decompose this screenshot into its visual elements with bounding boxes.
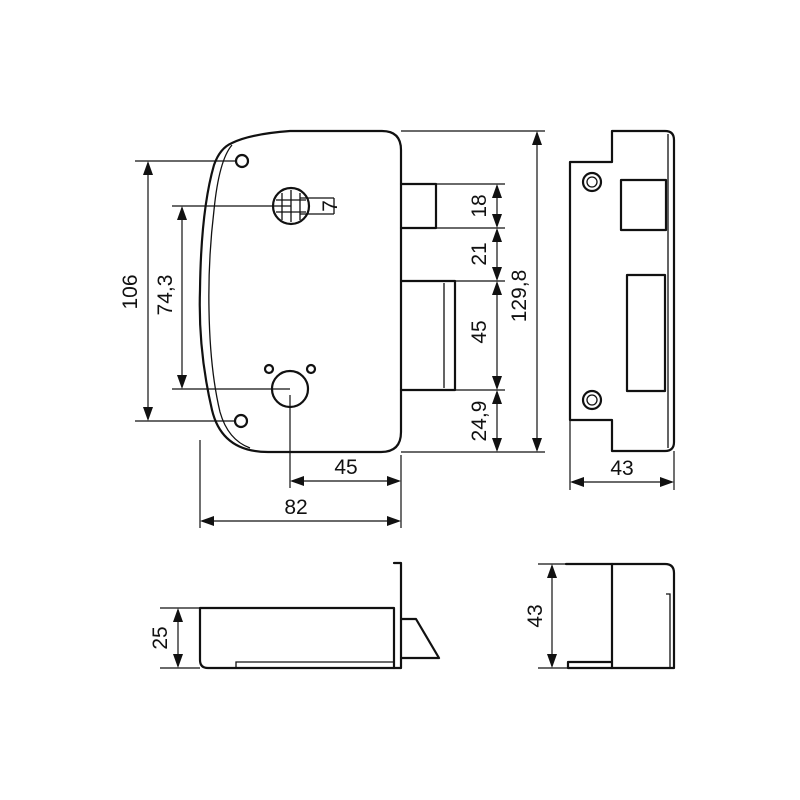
arrowheads: [143, 131, 674, 668]
dimension-lines: [135, 130, 675, 669]
screw-hole-bottom: [233, 413, 249, 429]
lock-bottom-inner: [235, 661, 394, 668]
screw-hole-top: [234, 153, 250, 169]
label-25: 25: [149, 626, 172, 649]
knob-pin-right: [305, 363, 317, 375]
keeper-front-view: [568, 129, 676, 453]
label-43-side: 43: [524, 604, 547, 627]
dead-bolt: [399, 182, 438, 230]
extension-lines: [135, 130, 675, 669]
dimension-labels: 106 74,3 18 21 45 24,9 129,8 45 82 43 25…: [119, 194, 634, 649]
lock-body-inner-edge: [208, 144, 251, 449]
lock-body-outline: [198, 129, 403, 454]
keeper-side-edge: [666, 593, 671, 668]
lock-bottom-flange: [392, 561, 403, 670]
keeper-screw-top-inner: [586, 176, 598, 188]
keeper-bolt-hole: [619, 178, 668, 232]
label-24-9: 24,9: [468, 401, 491, 442]
label-129-8: 129,8: [508, 270, 531, 323]
label-43-keeper: 43: [610, 457, 633, 480]
keeper-screw-top: [581, 171, 603, 193]
latch-bolt: [399, 279, 457, 392]
lock-front-view: [198, 129, 457, 454]
keeper-side-front: [566, 562, 614, 670]
keeper-outline: [568, 129, 676, 453]
keeper-screw-bottom-inner: [586, 394, 598, 406]
lock-bottom-latch: [399, 617, 441, 660]
keeper-screw-bottom: [581, 389, 603, 411]
lock-bottom-body: [198, 606, 396, 670]
label-18: 18: [468, 194, 491, 217]
dim-7-lines: [300, 197, 335, 215]
label-45-backset: 45: [334, 456, 357, 479]
label-74-3: 74,3: [154, 275, 177, 316]
knob-pin-left: [263, 363, 275, 375]
dim-lines-main: [147, 133, 672, 666]
keeper-latch-hole: [625, 273, 667, 393]
label-106: 106: [119, 274, 142, 309]
label-21: 21: [468, 242, 491, 265]
label-45-latch: 45: [468, 320, 491, 343]
label-7: 7: [319, 200, 342, 212]
label-82: 82: [284, 496, 307, 519]
lock-bottom-view: [198, 561, 441, 670]
keeper-side-body: [564, 562, 676, 670]
keeper-side-view: [564, 562, 676, 670]
